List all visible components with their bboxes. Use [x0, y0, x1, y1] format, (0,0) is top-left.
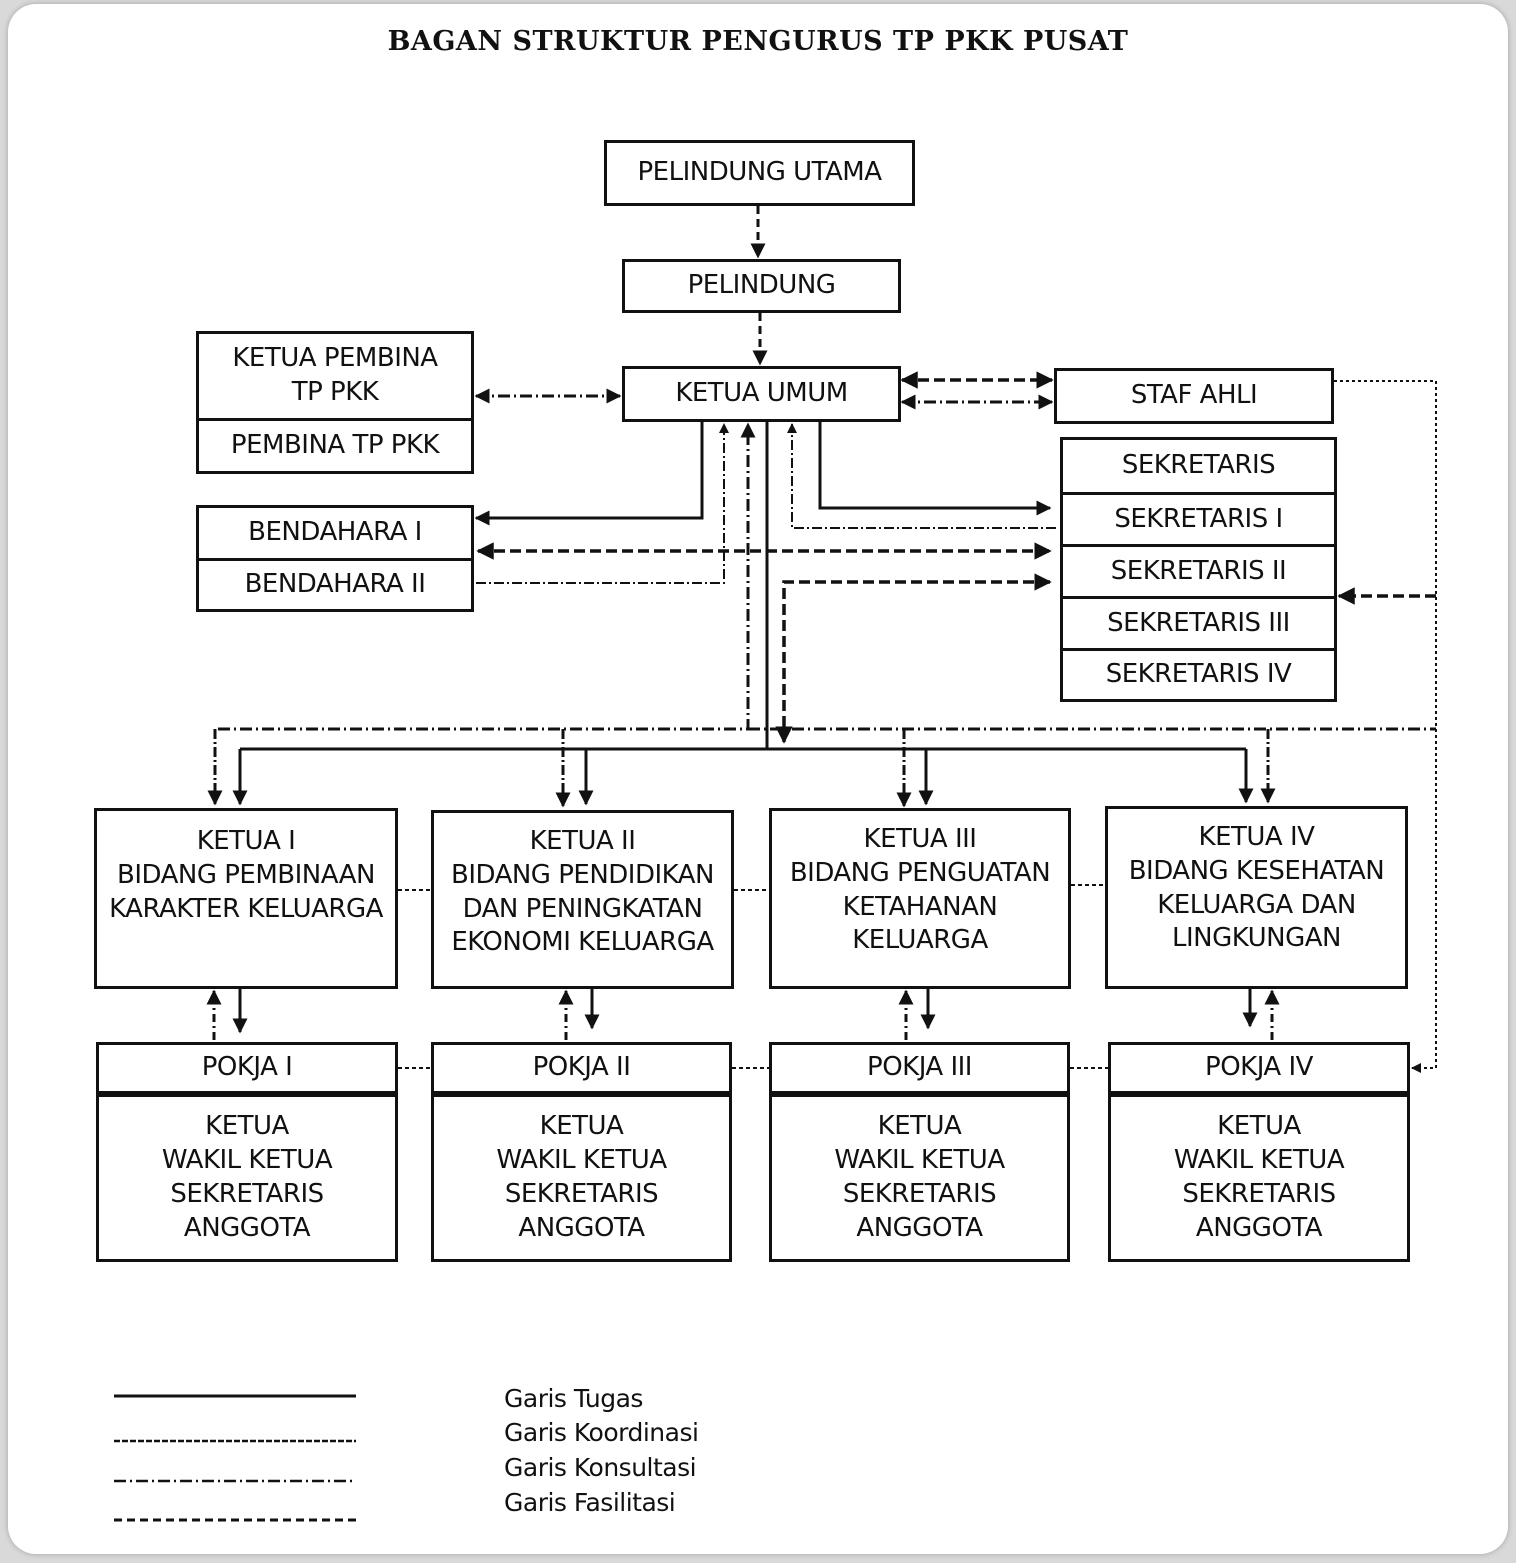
line-bendahara2-ku — [476, 423, 729, 584]
node-pokja-4: POKJA IV — [1108, 1042, 1410, 1094]
node-label: TP PKK — [291, 377, 379, 407]
node-pokja-2: POKJA II — [431, 1042, 732, 1094]
legend-tugas: Garis Tugas — [504, 1384, 643, 1413]
node-label: SEKRETARIS — [504, 1179, 659, 1209]
node-label: KETAHANAN — [842, 891, 998, 922]
node-label: SEKRETARIS — [1182, 1179, 1336, 1209]
node-label: BIDANG KESEHATAN — [1128, 855, 1385, 886]
legend-koordinasi: Garis Koordinasi — [504, 1418, 699, 1447]
node-label: EKONOMI KELUARGA — [451, 927, 714, 958]
node-label: STAF AHLI — [1130, 380, 1258, 411]
node-label: KELUARGA DAN — [1157, 889, 1356, 920]
node-label: SEKRETARIS IV — [1105, 659, 1292, 690]
node-label: POKJA II — [532, 1052, 631, 1083]
node-label: ANGGOTA — [518, 1212, 645, 1243]
node-ketua-pembina: KETUA PEMBINA TP PKK — [196, 331, 474, 421]
node-label: PELINDUNG — [687, 270, 836, 301]
node-ketua-1: KETUA I BIDANG PEMBINAAN KARAKTER KELUAR… — [94, 808, 398, 989]
node-label: SEKRETARIS II — [1110, 555, 1287, 586]
node-pokja-3: POKJA III — [769, 1042, 1070, 1094]
node-staf-ahli: STAF AHLI — [1054, 368, 1334, 424]
node-label: WAKIL KETUA — [496, 1145, 667, 1176]
node-label: SEKRETARIS — [842, 1179, 997, 1209]
node-ketua-2: KETUA II BIDANG PENDIDIKAN DAN PENINGKAT… — [431, 810, 734, 989]
node-label: BIDANG PENGUATAN — [789, 857, 1051, 888]
node-pelindung-utama: PELINDUNG UTAMA — [604, 140, 915, 206]
node-label: SEKRETARIS — [1121, 450, 1276, 481]
node-label: ANGGOTA — [1195, 1212, 1323, 1243]
node-label: POKJA IV — [1205, 1052, 1313, 1083]
node-label: KARAKTER KELUARGA — [109, 893, 383, 924]
node-label: POKJA I — [201, 1052, 293, 1083]
node-label: DAN PENINGKATAN — [462, 893, 703, 924]
node-label: BIDANG PENDIDIKAN — [451, 859, 714, 890]
node-pokja-1: POKJA I — [96, 1042, 398, 1094]
node-sekretaris: SEKRETARIS — [1060, 437, 1337, 495]
node-bendahara-1: BENDAHARA I — [196, 505, 474, 561]
node-pokja-2-members: KETUA WAKIL KETUA SEKRETARIS ANGGOTA — [431, 1094, 732, 1262]
node-label: SEKRETARIS III — [1107, 607, 1290, 638]
node-sekretaris-1: SEKRETARIS I — [1060, 492, 1337, 547]
node-label: BENDAHARA II — [244, 569, 426, 600]
node-pembina: PEMBINA TP PKK — [196, 418, 474, 474]
node-label: KETUA III — [863, 824, 977, 854]
node-pelindung: PELINDUNG — [622, 259, 901, 313]
node-label: BIDANG PEMBINAAN — [117, 859, 375, 890]
line-ku-sekretaris — [818, 422, 1052, 516]
node-label: ANGGOTA — [183, 1212, 311, 1243]
node-ketua-4: KETUA IV BIDANG KESEHATAN KELUARGA DAN L… — [1105, 806, 1408, 989]
line-sekretaris-ku — [787, 423, 1056, 529]
node-sekretaris-4: SEKRETARIS IV — [1060, 648, 1337, 702]
node-ketua-3: KETUA III BIDANG PENGUATAN KETAHANAN KEL… — [769, 808, 1071, 989]
node-label: KETUA PEMBINA — [232, 343, 438, 374]
node-bendahara-2: BENDAHARA II — [196, 558, 474, 612]
node-label: KETUA I — [196, 826, 296, 856]
node-label: KETUA II — [529, 826, 636, 856]
line-ku-bendahara — [474, 422, 704, 526]
line-staf-pokja4 — [1334, 380, 1437, 1073]
node-pokja-3-members: KETUA WAKIL KETUA SEKRETARIS ANGGOTA — [769, 1094, 1070, 1262]
node-label: PELINDUNG UTAMA — [637, 157, 882, 188]
node-label: KETUA UMUM — [675, 378, 848, 409]
node-label: LINGKUNGAN — [1172, 923, 1341, 954]
chart-title: BAGAN STRUKTUR PENGURUS TP PKK PUSAT — [387, 26, 1129, 57]
node-label: POKJA III — [867, 1052, 972, 1083]
node-sekretaris-3: SEKRETARIS III — [1060, 596, 1337, 651]
node-ketua-umum: KETUA UMUM — [622, 366, 901, 422]
node-label: ANGGOTA — [856, 1212, 983, 1243]
node-label: BENDAHARA I — [248, 517, 422, 548]
node-label: WAKIL KETUA — [834, 1145, 1005, 1176]
legend-fasilitasi: Garis Fasilitasi — [504, 1488, 676, 1517]
node-label: KETUA — [1217, 1111, 1301, 1142]
node-pokja-1-members: KETUA WAKIL KETUA SEKRETARIS ANGGOTA — [96, 1094, 398, 1262]
node-label: KETUA — [205, 1111, 289, 1142]
line-sekretaris-bidang — [775, 573, 1052, 744]
node-label: KETUA IV — [1198, 822, 1315, 852]
node-label: WAKIL KETUA — [161, 1145, 333, 1176]
legend-konsultasi: Garis Konsultasi — [504, 1453, 697, 1482]
node-label: PEMBINA TP PKK — [230, 430, 440, 461]
node-label: KETUA — [539, 1111, 624, 1142]
node-label: SEKRETARIS I — [1114, 503, 1283, 534]
node-pokja-4-members: KETUA WAKIL KETUA SEKRETARIS ANGGOTA — [1108, 1094, 1410, 1262]
node-label: WAKIL KETUA — [1173, 1145, 1345, 1176]
node-label: KETUA — [877, 1111, 962, 1142]
node-label: KELUARGA — [852, 925, 988, 956]
node-sekretaris-2: SEKRETARIS II — [1060, 544, 1337, 599]
node-label: SEKRETARIS — [170, 1179, 324, 1209]
